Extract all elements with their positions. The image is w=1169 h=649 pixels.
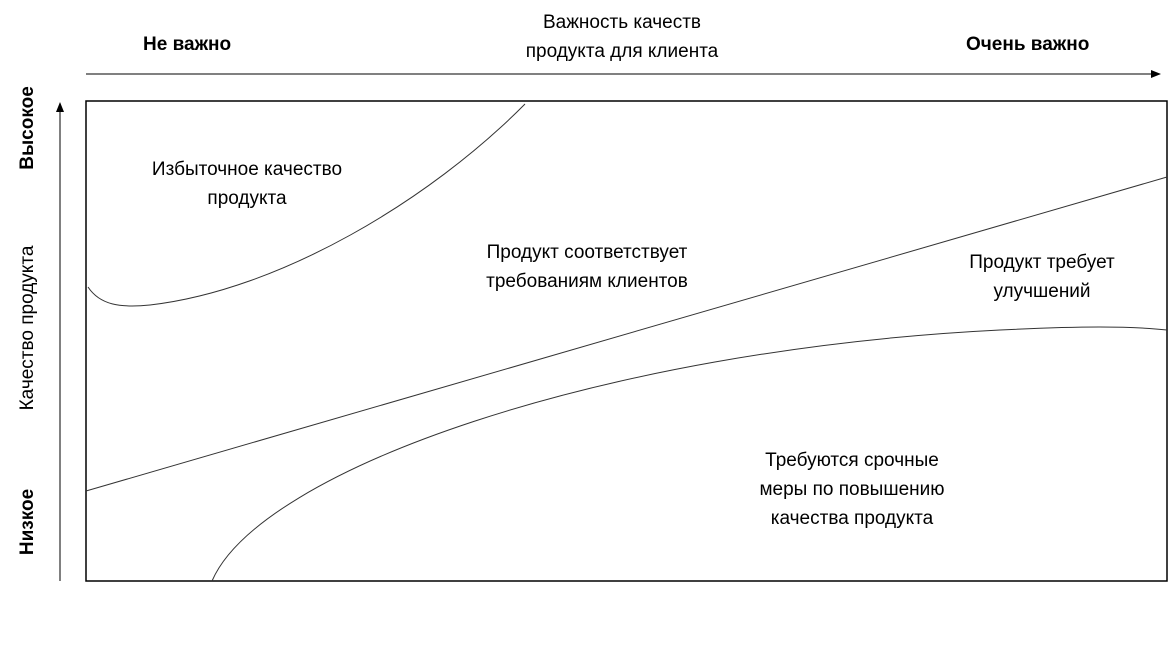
y-axis-title: Качество продукта: [17, 245, 38, 411]
region-excess-line2: продукта: [207, 188, 287, 209]
urgent-boundary-curve: [211, 326, 1168, 582]
y-axis-high-label: Высокое: [17, 86, 38, 170]
excess-quality-curve: [87, 103, 526, 307]
x-axis-high-label: Очень важно: [966, 34, 1090, 55]
region-urgent-line1: Требуются срочные: [765, 450, 939, 471]
region-matches-line1: Продукт соответствует: [486, 242, 688, 263]
region-improve-line1: Продукт требует: [969, 252, 1115, 273]
x-axis-title: Важность качеств продукта для клиента: [512, 8, 732, 66]
region-urgent: Требуются срочные меры по повышению каче…: [722, 446, 982, 533]
region-matches-line2: требованиям клиентов: [486, 271, 688, 292]
region-matches: Продукт соответствует требованиям клиент…: [457, 238, 717, 296]
region-urgent-line3: качества продукта: [770, 508, 934, 529]
x-axis-low-label: Не важно: [143, 34, 232, 55]
plot-frame: [85, 100, 1168, 582]
y-axis-low-label: Низкое: [17, 488, 38, 556]
matches-line: [85, 176, 1168, 492]
region-urgent-line2: меры по повышению: [759, 479, 945, 500]
region-excess-line1: Избыточное качество: [151, 159, 343, 180]
region-excess-quality: Избыточное качество продукта: [117, 155, 377, 213]
region-needs-improvement: Продукт требует улучшений: [942, 248, 1142, 306]
x-axis-title-line2: продукта для клиента: [525, 41, 719, 62]
region-improve-line2: улучшений: [993, 281, 1091, 302]
x-axis-title-line1: Важность качеств: [542, 12, 702, 33]
